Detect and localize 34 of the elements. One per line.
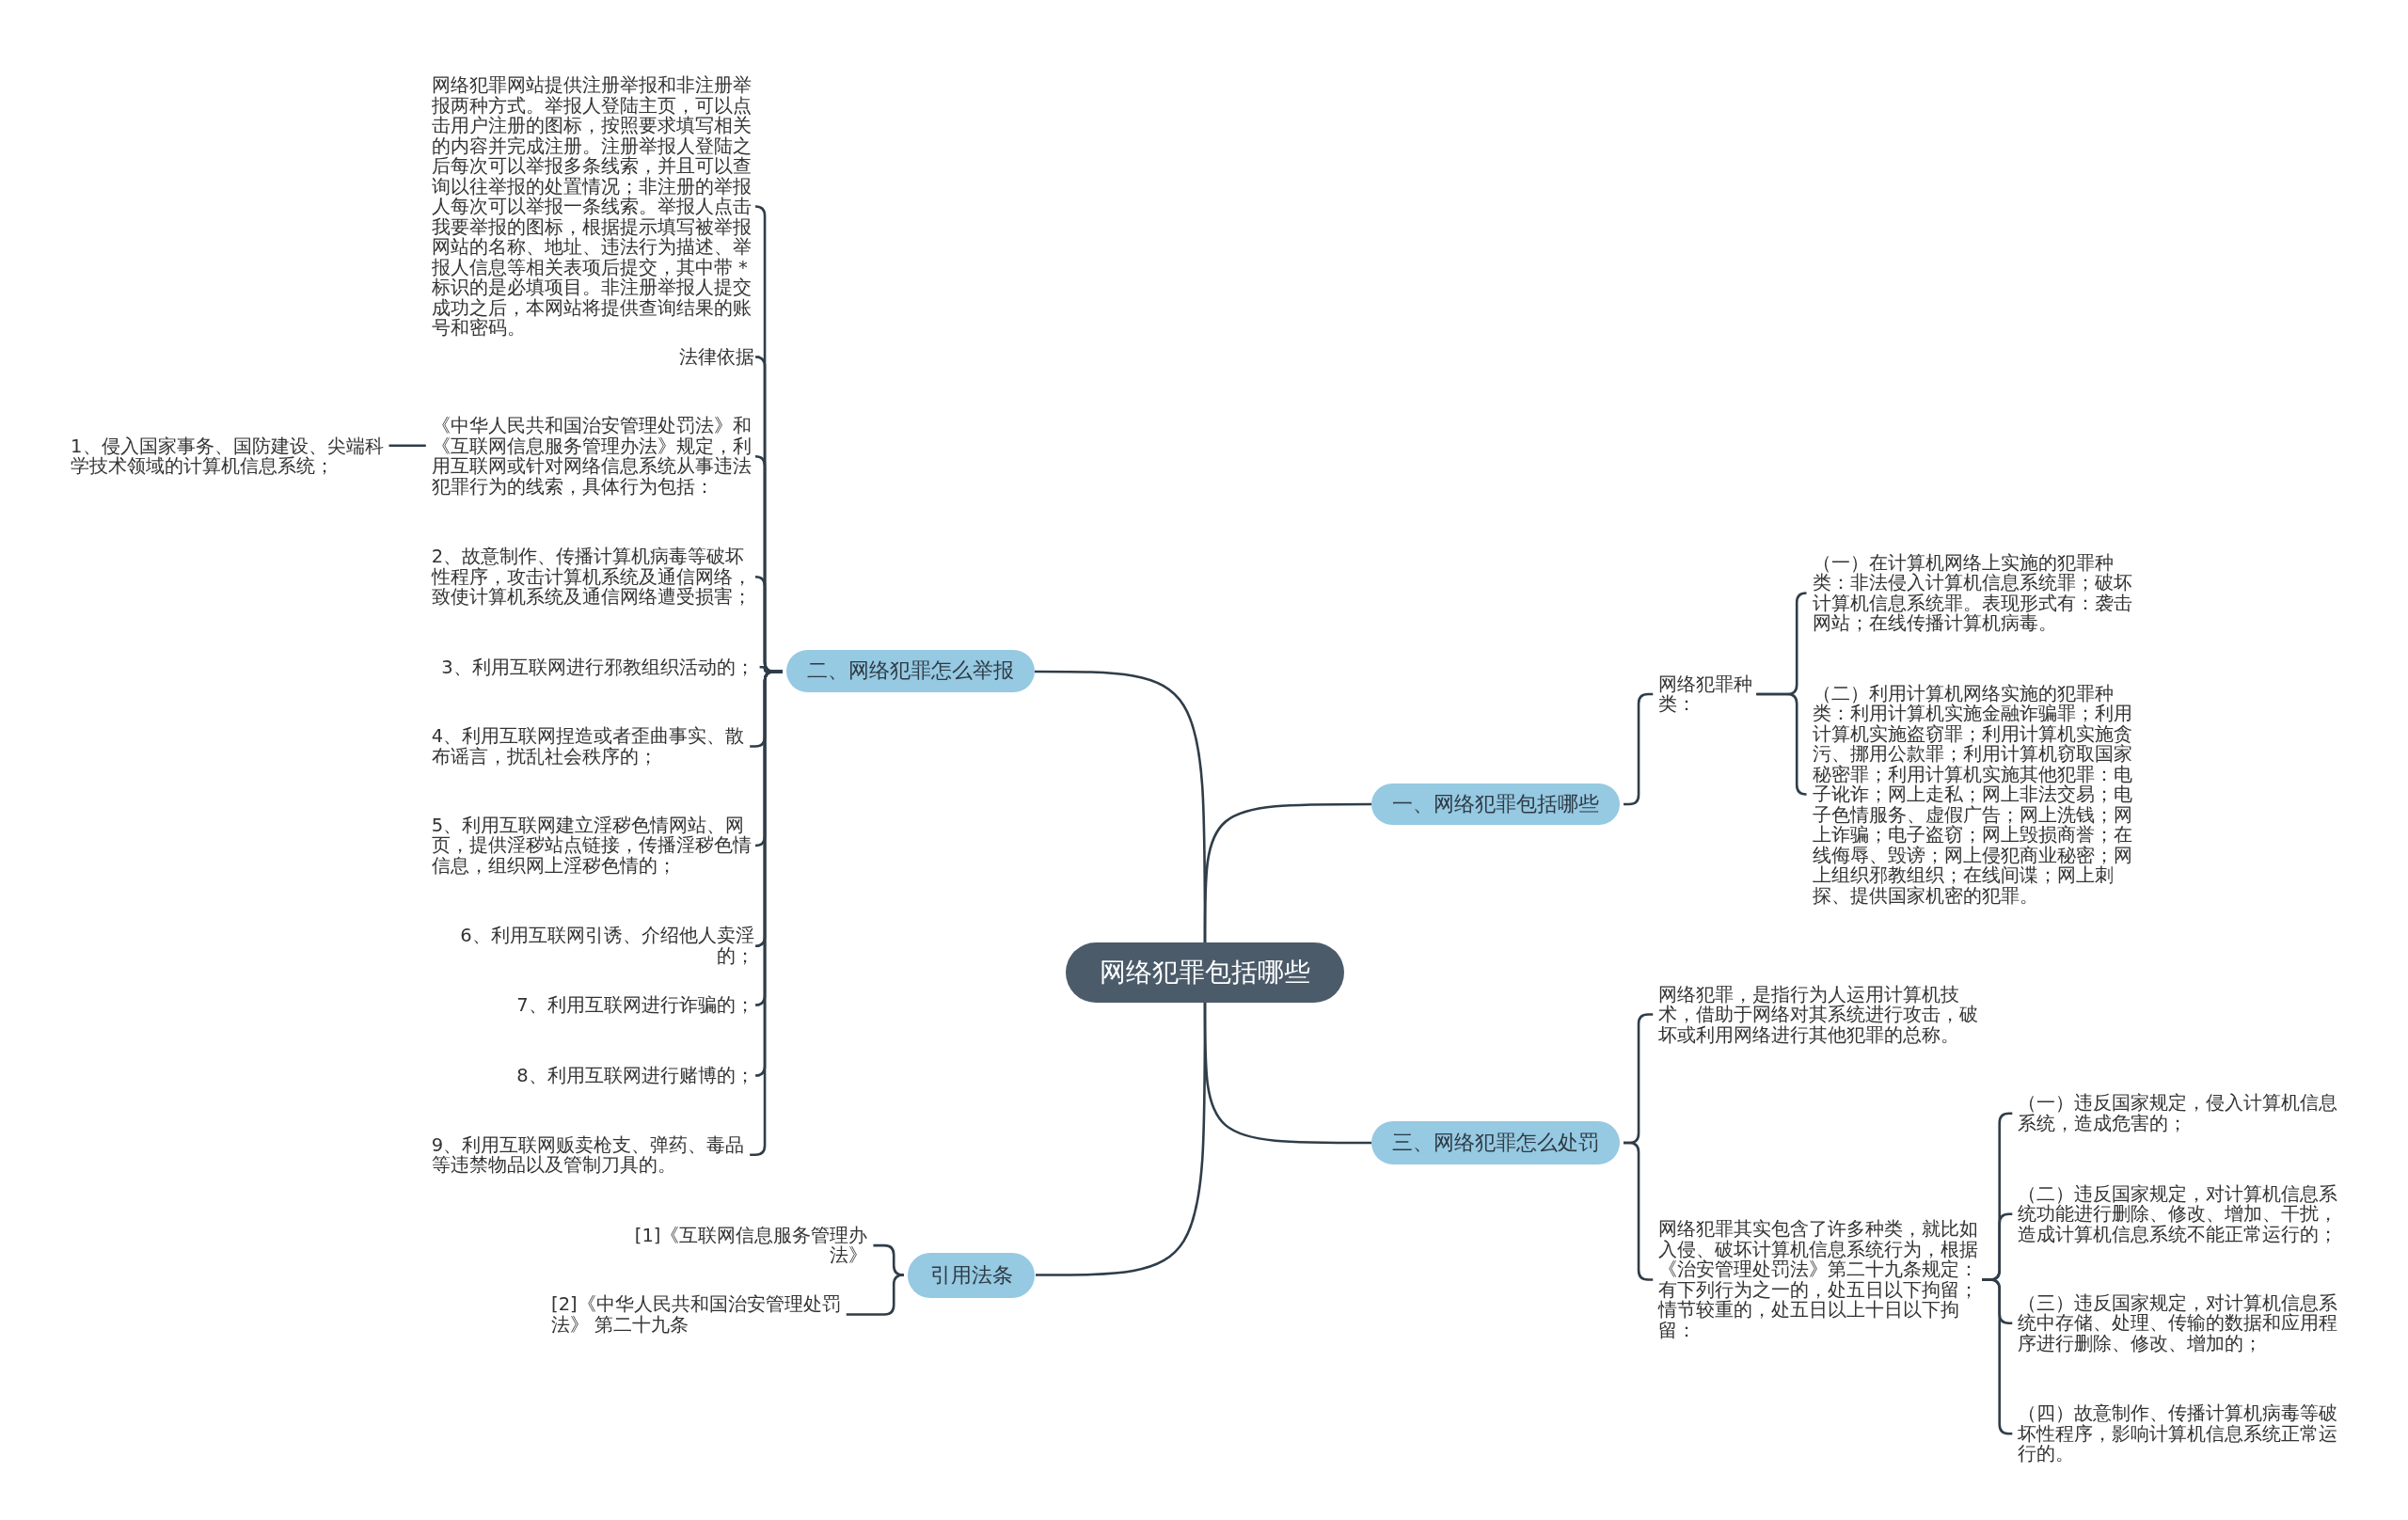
connector-line bbox=[1756, 692, 1808, 796]
note-text: [2]《中华人民共和国治安管理处罚法》 第二十九条 bbox=[551, 1294, 868, 1336]
note-text: 4、利用互联网捏造或者歪曲事实、散布谣言，扰乱社会秩序的； bbox=[431, 726, 754, 768]
note-text: （二）违反国家规定，对计算机信息系统功能进行删除、修改、增加、干扰，造成计算机信息系统不能正常运行的； bbox=[2018, 1183, 2344, 1245]
topic-pill: 一、网络犯罪包括哪些 bbox=[1370, 783, 1621, 825]
topic-pill: 二、网络犯罪怎么举报 bbox=[785, 649, 1036, 693]
note-text: 网络犯罪种类： bbox=[1658, 673, 1782, 715]
topic-pill: 引用法条 bbox=[907, 1253, 1036, 1298]
note-text: （一）在计算机网络上实施的犯罪种类：非法侵入计算机信息系统罪；破坏计算机信息系统罪。表现形式有：袭击网站；在线传播计算机病毒。 bbox=[1812, 552, 2135, 634]
connector-line bbox=[1036, 1003, 1207, 1276]
note-text: （三）违反国家规定，对计算机信息系统中存储、处理、传输的数据和应用程序进行删除、修改、增加的； bbox=[2018, 1292, 2344, 1354]
note-text: [1]《互联网信息服务管理办法》 bbox=[603, 1225, 868, 1266]
note-text: 网络犯罪其实包含了许多种类，就比如入侵、破坏计算机信息系统行为，根据《治安管理处罚法》第二十九条规定：有下列行为之一的，处五日以下拘留；情节较重的，处五日以上十日以下拘留： bbox=[1658, 1219, 1982, 1341]
note-text: （四）故意制作、传播计算机病毒等破坏性程序，影响计算机信息系统正常运行的。 bbox=[2018, 1403, 2344, 1465]
connector-line bbox=[388, 444, 426, 447]
connector-line bbox=[1035, 670, 1207, 942]
note-text: 5、利用互联网建立淫秽色情网站、网页，提供淫秽站点链接，传播淫秽色情信息，组织网上淫秽色情的； bbox=[431, 815, 754, 877]
note-text: 8、利用互联网进行赌博的； bbox=[431, 1066, 754, 1086]
note-text: 7、利用互联网进行诈骗的； bbox=[431, 994, 754, 1016]
note-text: 网络犯罪，是指行为人运用计算机技术，借助于网络对其系统进行攻击，破坏或利用网络进行其他犯罪的总称。 bbox=[1658, 984, 1982, 1045]
note-text: （一）违反国家规定，侵入计算机信息系统，造成危害的； bbox=[2018, 1093, 2344, 1134]
note-text: 3、利用互联网进行邪教组织活动的； bbox=[431, 657, 754, 678]
connector-line bbox=[846, 1274, 905, 1316]
central-topic: 网络犯罪包括哪些 bbox=[1066, 942, 1344, 1004]
topic-pill: 三、网络犯罪怎么处罚 bbox=[1370, 1120, 1621, 1164]
note-text: 1、侵入国家事务、国防建设、尖端科学技术领域的计算机信息系统； bbox=[71, 435, 397, 477]
note-text: 9、利用互联网贩卖枪支、弹药、毒品等违禁物品以及管制刀具的。 bbox=[431, 1134, 754, 1176]
note-text: 《中华人民共和国治安管理处罚法》和《互联网信息服务管理办法》规定，利用互联网或针对网络信息系统从事违法犯罪行为的线索，具体行为包括： bbox=[431, 416, 754, 498]
note-text: 法律依据 bbox=[431, 346, 754, 368]
note-text: 2、故意制作、传播计算机病毒等破坏性程序，攻击计算机系统及通信网络，致使计算机系统及通信网络遭受损害； bbox=[431, 546, 754, 608]
note-text: （二）利用计算机网络实施的犯罪种类：利用计算机实施金融诈骗罪；利用计算机实施盗窃罪；利用计算机实施贪污、挪用公款罪；利用计算机窃取国家秘密罪；利用计算机实施其他犯罪：电子讹诈；网上走私；网上非法交易；电子色情服务、虚假广告；网上洗钱；网上诈骗；电子盗窃；网上毁损商誉；在线侮辱、毁谤；网上侵犯商业秘密；网上组织邪教组织；在线间谍；网上刺探、提供国家机密的犯罪。 bbox=[1812, 683, 2135, 906]
note-text: 网络犯罪网站提供注册举报和非注册举报两种方式。举报人登陆主页，可以点击用户注册的图标，按照要求填写相关的内容并完成注册。注册举报人登陆之后每次可以举报多条线索，并且可以查询以往举报的处置情况；非注册的举报人每次可以举报一条线索。举报人点击我要举报的图标，根据提示填写被举报网站的名称、地址、违法行为描述、举报人信息等相关表项后提交，其中带 * 标识的是必填项目。非注册举报人提交成功之后，本网站将提供查询结果的账号和密码。 bbox=[431, 75, 754, 339]
note-text: 6、利用互联网引诱、介绍他人卖淫的； bbox=[431, 926, 754, 967]
connector-line bbox=[1982, 1278, 2013, 1435]
